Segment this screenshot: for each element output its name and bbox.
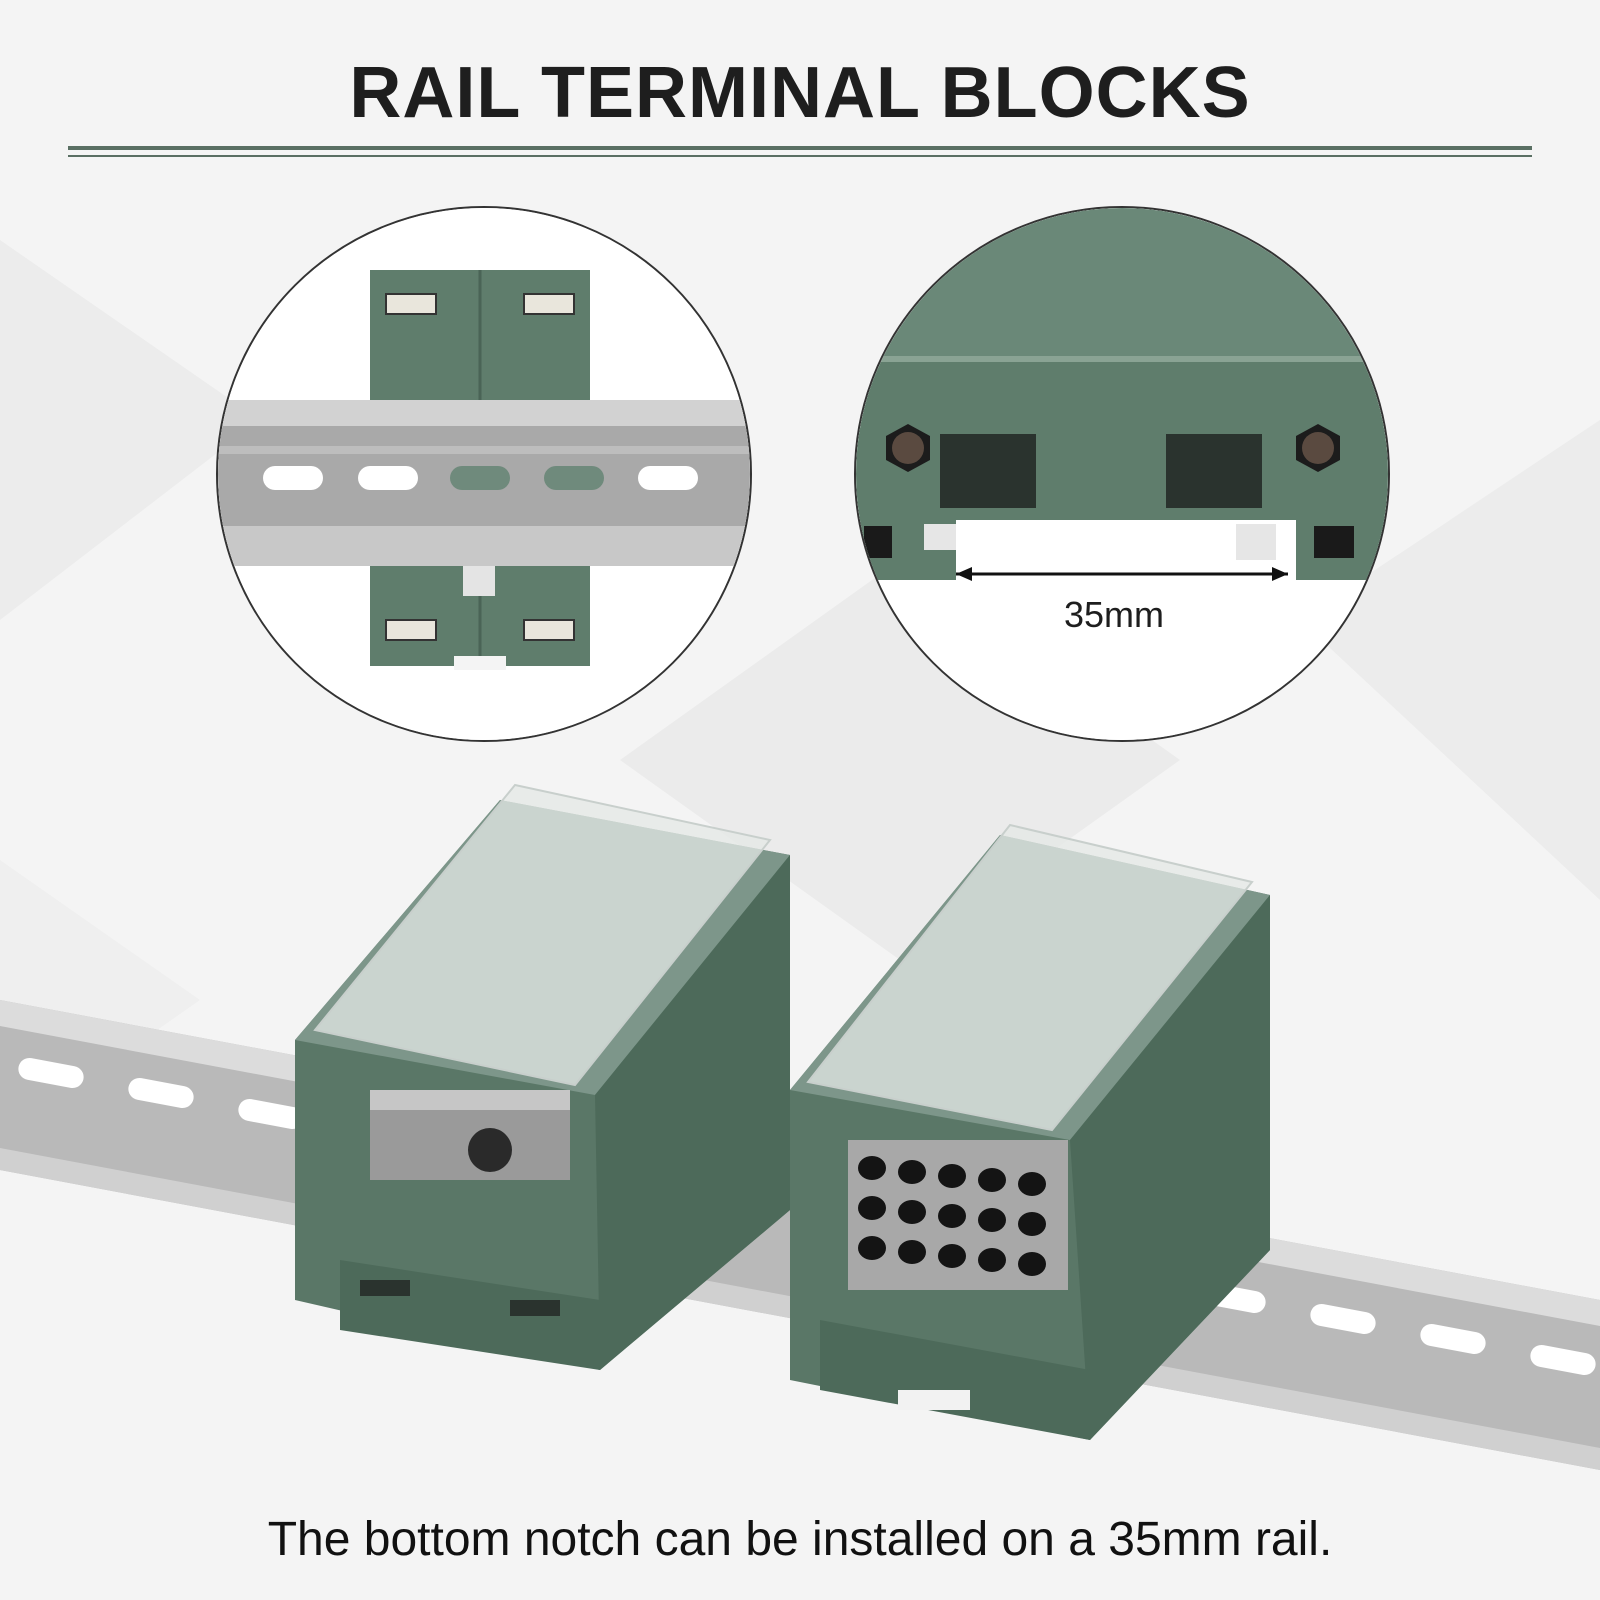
detail-top-view: [216, 206, 752, 742]
top-view-illustration: [218, 208, 750, 740]
product-photo: [0, 783, 1600, 1470]
title-divider: [68, 146, 1532, 150]
page-title: RAIL TERMINAL BLOCKS: [349, 53, 1251, 133]
caption: The bottom notch can be installed on a 3…: [267, 1513, 1333, 1566]
dimension-label: 35mm: [1064, 594, 1165, 635]
title-divider-thin: [68, 155, 1532, 157]
bottom-notch-illustration: [856, 208, 1388, 740]
detail-bottom-notch: 35mm: [854, 206, 1390, 742]
